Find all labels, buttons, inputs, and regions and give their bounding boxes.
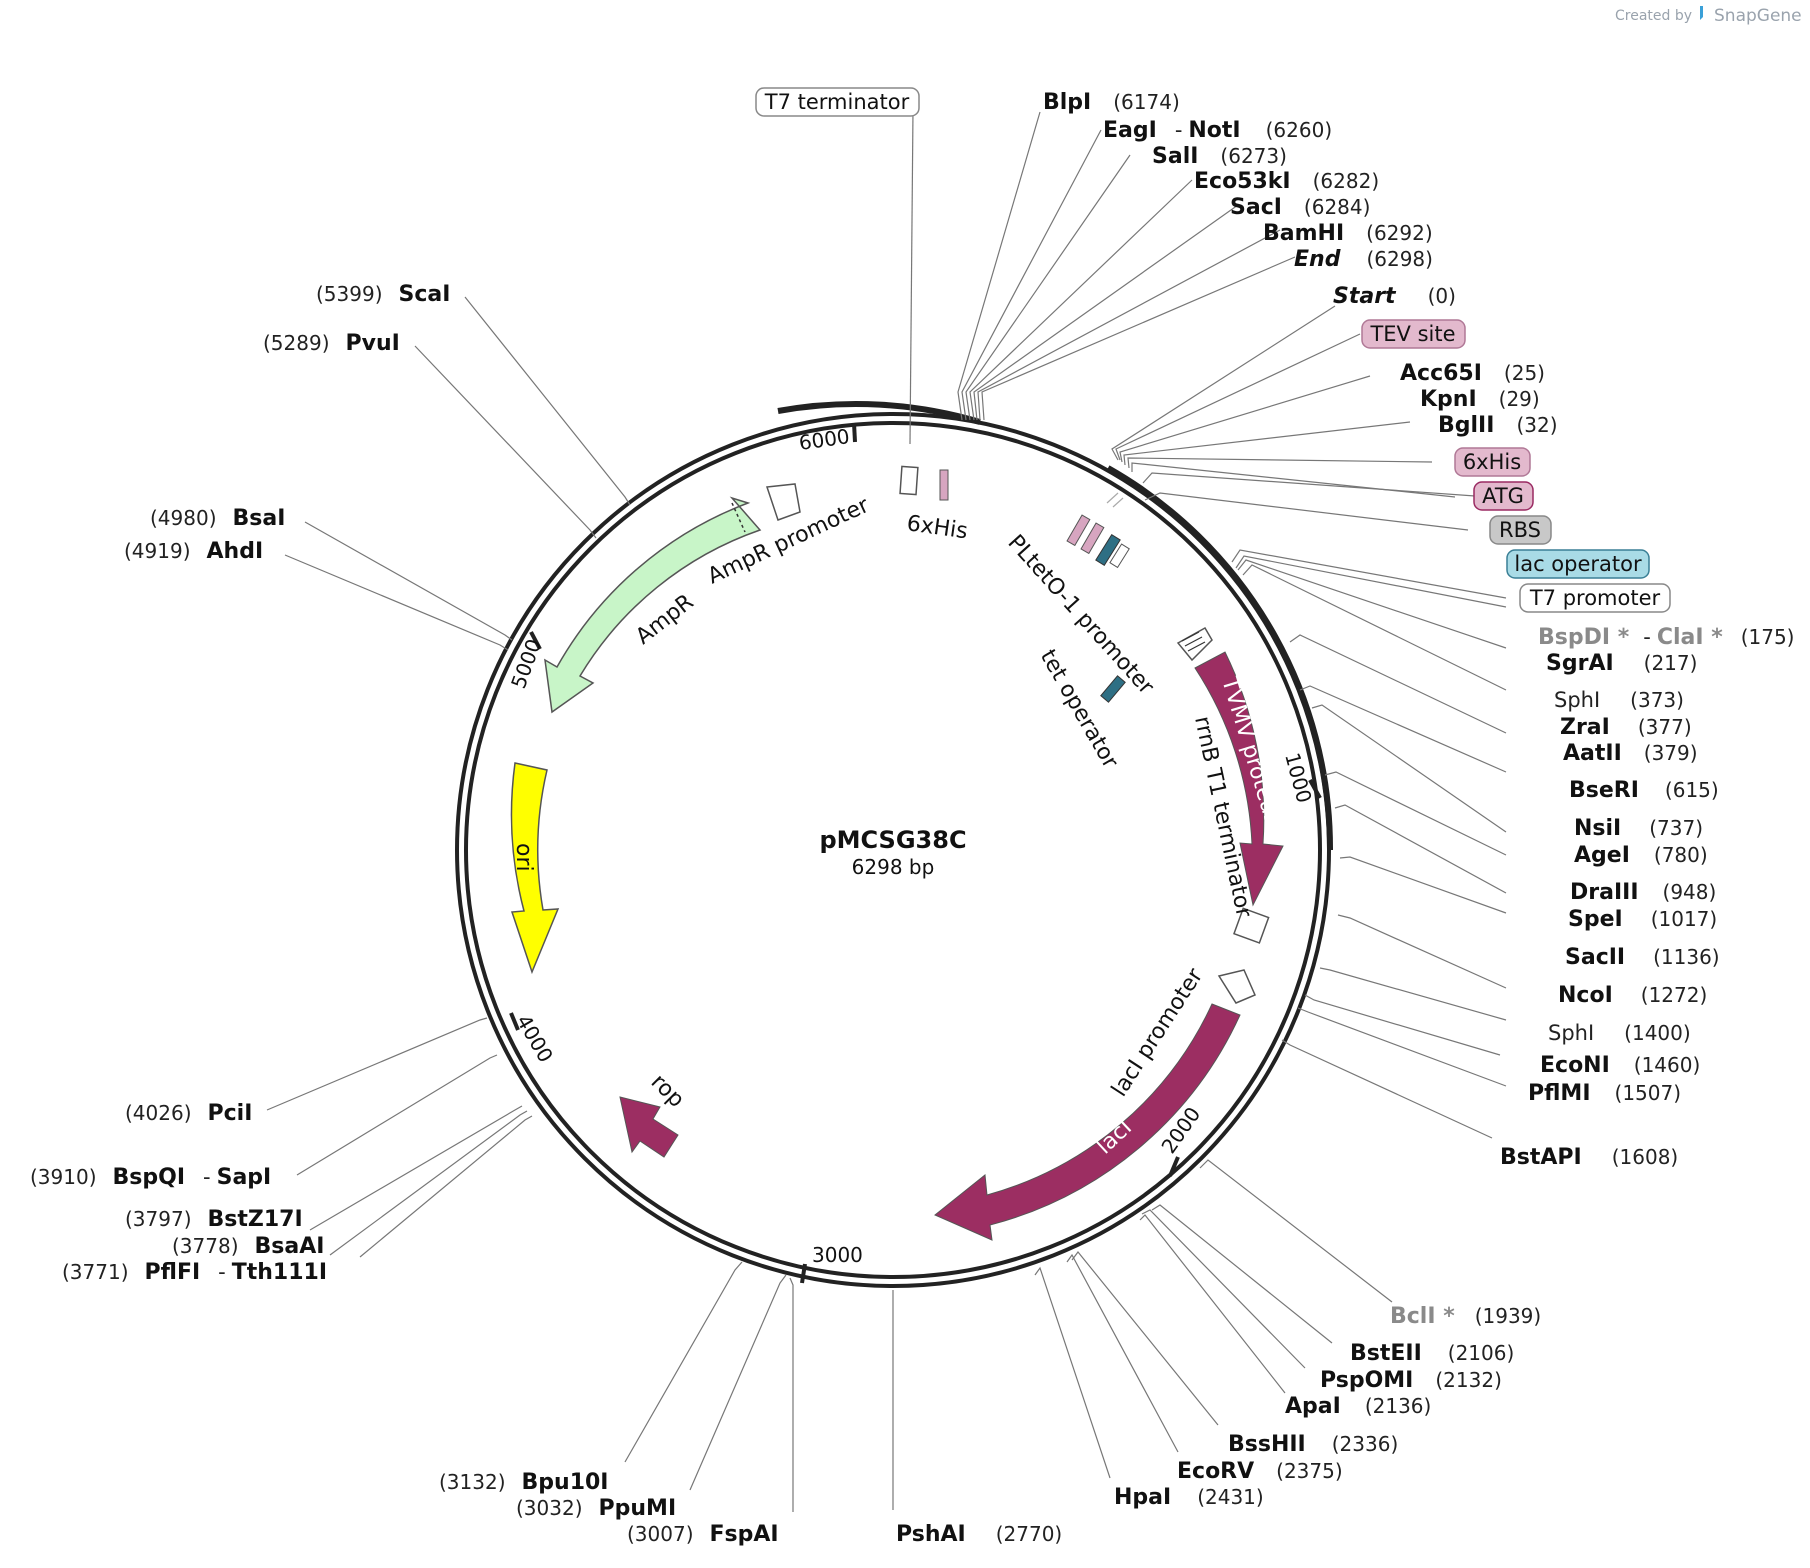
site-label: ZraI(377) — [1560, 715, 1692, 740]
site-label: BstAPI(1608) — [1500, 1145, 1678, 1170]
site-label: AatII(379) — [1563, 741, 1698, 766]
site-label: (4980)BsaI — [150, 506, 285, 531]
label-6xhis-feature: 6xHis — [905, 511, 969, 544]
tag-lac-operator-text: lac operator — [1514, 552, 1642, 576]
site-label: ApaI(2136) — [1285, 1394, 1431, 1419]
site-label: (3778)BsaAI — [172, 1234, 324, 1259]
rrnb-terminator-box — [1233, 907, 1270, 944]
ampr-promoter-arrow — [765, 483, 801, 521]
site-label: (3771)PflFI-Tth111I — [62, 1260, 327, 1285]
ampr-dotted-divider — [731, 502, 746, 533]
site-label: SpeI(1017) — [1568, 907, 1717, 932]
site-label: EcoRV(2375) — [1177, 1459, 1343, 1484]
t7-terminator-box — [899, 465, 919, 496]
site-label: BclI *(1939) — [1390, 1304, 1541, 1329]
site-label: SgrAI(217) — [1546, 651, 1697, 676]
site-labels-left: (5399)ScaI (5289)PvuI (4980)BsaI (4919)A… — [30, 282, 779, 1547]
site-label: NsiI(737) — [1574, 816, 1703, 841]
site-label: AgeI(780) — [1574, 843, 1708, 868]
site-label: (4026)PciI — [125, 1101, 252, 1126]
lac-operator-marker — [1095, 533, 1121, 567]
site-label: (3797)BstZ17I — [125, 1207, 303, 1232]
site-label: BamHI(6292) — [1263, 221, 1433, 246]
plasmid-size: 6298 bp — [852, 855, 935, 879]
tag-rbs-text: RBS — [1499, 518, 1541, 542]
site-labels-right: BlpI(6174) EagI-NotI(6260) SalI(6273) Ec… — [896, 90, 1794, 1547]
tvmv-protease-arrow — [1194, 651, 1284, 907]
tag-t7-terminator: T7 terminator — [755, 87, 920, 117]
site-label: HpaI(2431) — [1114, 1485, 1264, 1510]
site-label: (3032)PpuMI — [516, 1496, 676, 1521]
tag-6xhis: 6xHis — [1454, 447, 1531, 477]
site-label: (4919)AhdI — [124, 539, 263, 564]
tag-t7-terminator-text: T7 terminator — [764, 90, 910, 114]
snapgene-logo-icon — [1700, 6, 1703, 20]
tag-atg-text: ATG — [1482, 484, 1524, 508]
site-label: EcoNI(1460) — [1540, 1053, 1700, 1078]
six-his-marker-right — [1080, 522, 1105, 555]
site-label: SphI(1400) — [1548, 1021, 1691, 1045]
site-label: BseRI(615) — [1569, 778, 1719, 803]
site-label: PspOMI(2132) — [1320, 1368, 1502, 1393]
site-label: (3910)BspQI-SapI — [30, 1165, 271, 1190]
site-label: (3007)FspAI — [627, 1522, 779, 1547]
laci-promoter-arrow — [1217, 969, 1256, 1004]
site-label: BglII(32) — [1438, 413, 1558, 438]
rop-arrow — [619, 1096, 679, 1158]
six-his-marker-top — [939, 469, 949, 501]
watermark-brand: SnapGene — [1714, 6, 1802, 26]
site-label: DraIII(948) — [1570, 880, 1716, 905]
site-label: KpnI(29) — [1420, 387, 1540, 412]
pltet-dashes — [1106, 492, 1124, 508]
backbone-highlight-top — [777, 401, 981, 425]
site-label: Start(0) — [1333, 284, 1456, 309]
snapgene-watermark: Created by SnapGene — [1615, 6, 1802, 26]
label-pltet-promoter: PLtetO-1 promoter — [1003, 530, 1160, 700]
tick-label-3000: 3000 — [812, 1243, 863, 1267]
pltet-dots — [1181, 631, 1206, 652]
tick-marks — [509, 422, 1322, 1284]
site-label: (5289)PvuI — [263, 331, 400, 356]
site-label: BssHII(2336) — [1228, 1432, 1398, 1457]
site-label: SacI(6284) — [1230, 195, 1370, 220]
t7-promoter-marker — [1109, 543, 1130, 569]
pltet-promoter-arrow — [1176, 626, 1213, 662]
backbone-highlight-right — [1106, 465, 1334, 851]
tag-rbs: RBS — [1489, 515, 1552, 545]
ori-arrow — [510, 762, 560, 975]
site-label: PflMI(1507) — [1528, 1081, 1681, 1106]
watermark-created-by: Created by — [1615, 8, 1692, 24]
tag-t7-promoter: T7 promoter — [1519, 583, 1671, 613]
leader-lines — [266, 109, 1507, 1512]
site-label: End(6298) — [1294, 247, 1433, 272]
tag-tev-site-text: TEV site — [1369, 322, 1455, 346]
tag-tev-site: TEV site — [1361, 319, 1466, 349]
laci-arrow — [934, 1003, 1241, 1241]
site-label: Acc65I(25) — [1400, 361, 1545, 386]
site-label: SacII(1136) — [1565, 945, 1720, 970]
site-label: EagI-NotI(6260) — [1103, 118, 1332, 143]
site-label: SphI(373) — [1554, 688, 1684, 712]
site-label: BstEII(2106) — [1350, 1341, 1514, 1366]
site-label: BlpI(6174) — [1043, 90, 1180, 115]
tev-site-marker — [1066, 514, 1091, 547]
tet-operator-marker — [1100, 675, 1126, 703]
site-label: SalI(6273) — [1152, 144, 1287, 169]
label-ori: ori — [511, 843, 536, 872]
site-label: PshAI(2770) — [896, 1522, 1062, 1547]
plasmid-name: pMCSG38C — [819, 826, 966, 854]
site-label: BspDI *-ClaI *(175) — [1538, 625, 1794, 650]
tag-t7-promoter-text: T7 promoter — [1529, 586, 1661, 610]
site-label: (5399)ScaI — [316, 282, 450, 307]
tag-atg: ATG — [1473, 481, 1534, 511]
site-label: Eco53kI(6282) — [1194, 169, 1379, 194]
site-label: (3132)Bpu10I — [439, 1470, 609, 1495]
backbone-ring — [455, 412, 1331, 1288]
site-label: NcoI(1272) — [1558, 983, 1707, 1008]
ampr-arrow — [544, 496, 762, 714]
tag-6xhis-text: 6xHis — [1463, 450, 1521, 474]
tag-lac-operator: lac operator — [1506, 549, 1650, 579]
